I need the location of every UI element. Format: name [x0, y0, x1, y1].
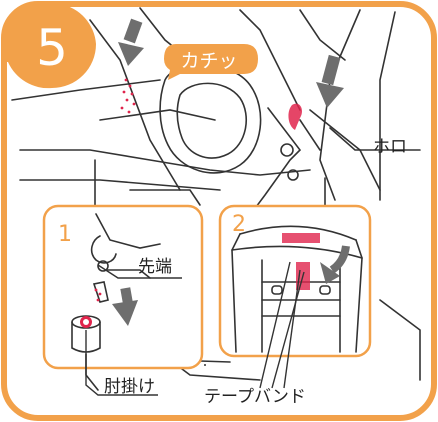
step-number: 5 [36, 19, 68, 77]
elbow-rest-marker [80, 316, 92, 328]
tape-band-label: テープバンド [204, 387, 306, 407]
down-arrow-inset-1 [112, 287, 138, 326]
stroller-illustration [11, 7, 421, 381]
elbow-rest-label: 肘掛け [104, 377, 155, 397]
latch-marker-right [288, 103, 303, 130]
label-leader-lines [85, 261, 305, 396]
tip-label: 先端 [138, 257, 172, 277]
down-arrow-inset-2 [320, 245, 350, 284]
inset-2-number: 2 [232, 212, 246, 237]
click-sound-label: カチッ [180, 49, 238, 72]
tape-band-top [282, 233, 320, 243]
down-arrow-latch-left [118, 18, 144, 66]
latch-marker-left [120, 78, 136, 114]
inset-panel-2 [218, 204, 372, 358]
click-speech-bubble [164, 44, 258, 80]
inset-panel-1 [42, 204, 204, 391]
inset-1-number: 1 [58, 222, 72, 247]
hood-label: ホロ [373, 137, 407, 157]
step-number-badge [4, 4, 96, 89]
down-arrow-latch-right [316, 54, 344, 108]
